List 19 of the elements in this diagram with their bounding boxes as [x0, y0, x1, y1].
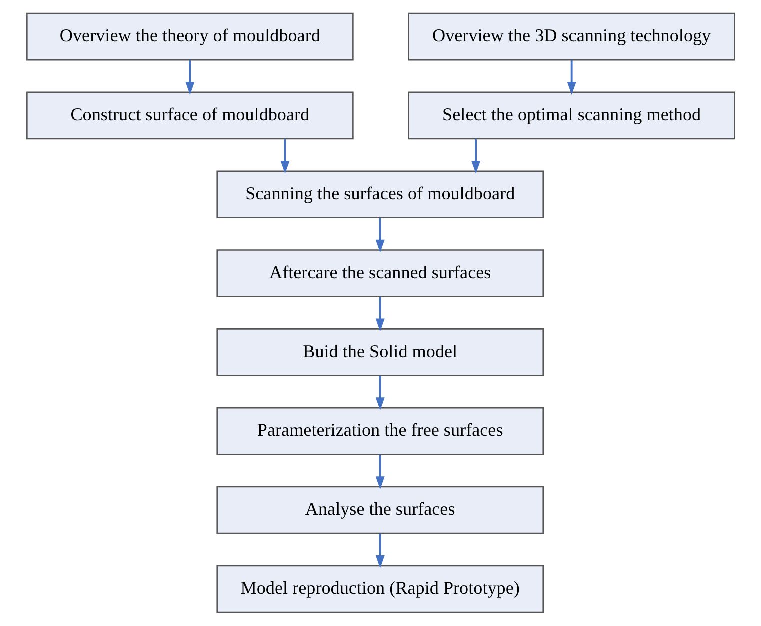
node-box: Aftercare the scanned surfaces: [216, 250, 544, 298]
arrow: [185, 60, 194, 95]
node-box: Overview the 3D scanning technology: [408, 12, 735, 61]
arrow: [375, 297, 384, 332]
arrow: [566, 60, 576, 95]
arrow: [375, 218, 384, 253]
node-box: Parameterization the free surfaces: [216, 407, 544, 456]
arrow: [375, 455, 384, 490]
arrow: [471, 139, 480, 174]
arrow: [280, 139, 290, 174]
node-box: Model reproduction (Rapid Prototype): [216, 565, 544, 614]
node-box: Overview the theory of mouldboard: [26, 12, 354, 61]
arrow: [375, 534, 384, 568]
node-box: Buid the Solid model: [216, 328, 544, 376]
arrow: [375, 376, 384, 411]
node-box: Analyse the surfaces: [216, 486, 544, 534]
node-box: Construct surface of mouldboard: [26, 92, 354, 140]
node-box: Select the optimal scanning method: [408, 92, 735, 140]
node-box: Scanning the surfaces of mouldboard: [216, 170, 544, 219]
